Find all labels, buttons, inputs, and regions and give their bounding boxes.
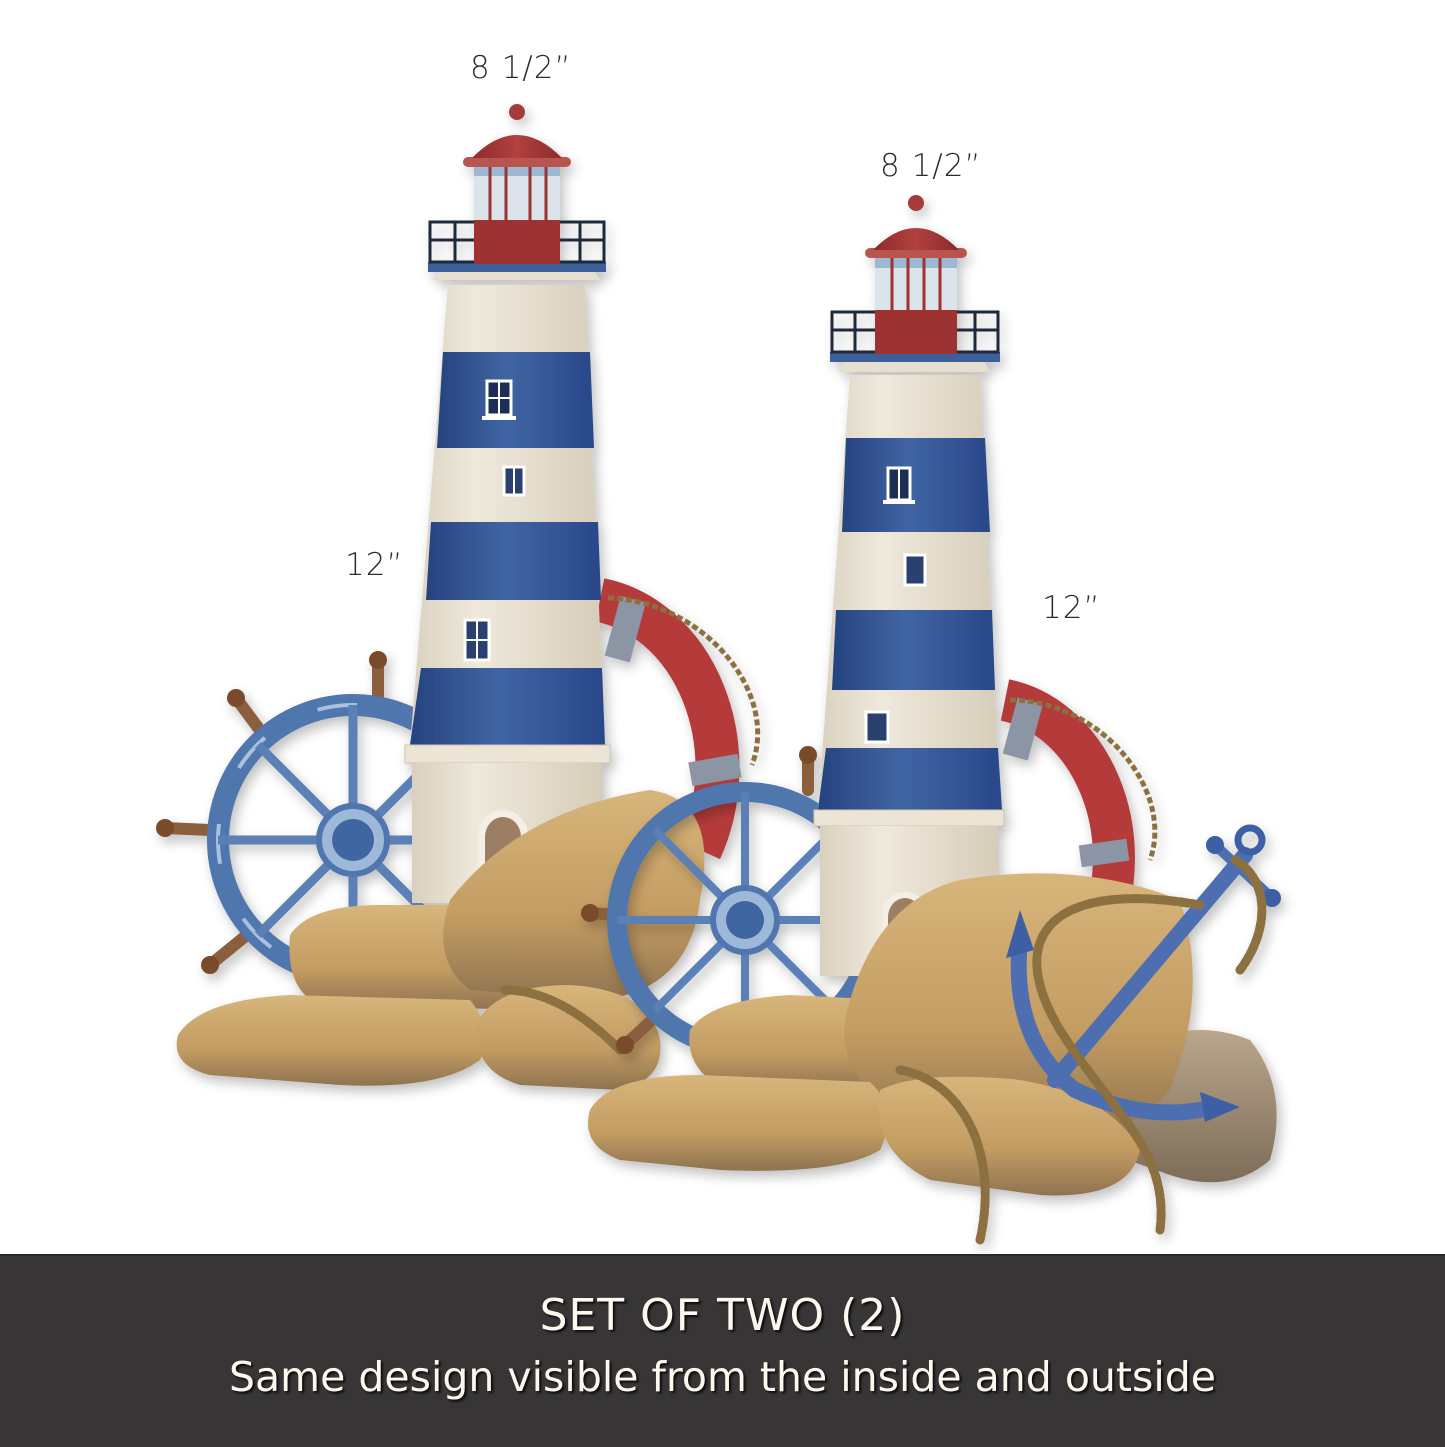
rocks xyxy=(176,790,705,1090)
right-height-dimension-label: 12” xyxy=(1042,590,1101,626)
banner-title: SET OF TWO (2) xyxy=(539,1290,906,1341)
window-icon xyxy=(482,379,516,420)
window-icon xyxy=(502,465,526,497)
banner-subtitle: Same design visible from the inside and … xyxy=(229,1353,1216,1401)
right-width-dimension-label: 8 1/2” xyxy=(880,148,982,184)
left-width-dimension-label: 8 1/2” xyxy=(470,50,572,86)
right-lighthouse-piece xyxy=(581,195,1281,1245)
ship-wheel-icon xyxy=(581,746,883,1058)
lighthouse-tower-right xyxy=(813,195,1005,976)
window-icon xyxy=(903,553,927,587)
left-height-dimension-label: 12” xyxy=(345,547,404,583)
lighthouse-set-illustration xyxy=(156,104,1281,1245)
window-icon xyxy=(463,618,491,662)
window-icon xyxy=(864,710,890,744)
lighthouse-tower-left xyxy=(404,104,611,903)
caption-banner: SET OF TWO (2) Same design visible from … xyxy=(0,1254,1445,1447)
anchor-icon xyxy=(895,824,1281,1245)
product-illustration: 8 1/2” 12” 8 1/2” 12” xyxy=(156,50,1281,1245)
life-ring-icon xyxy=(595,578,760,860)
left-lighthouse-piece xyxy=(156,104,760,1090)
window-icon xyxy=(883,466,915,504)
